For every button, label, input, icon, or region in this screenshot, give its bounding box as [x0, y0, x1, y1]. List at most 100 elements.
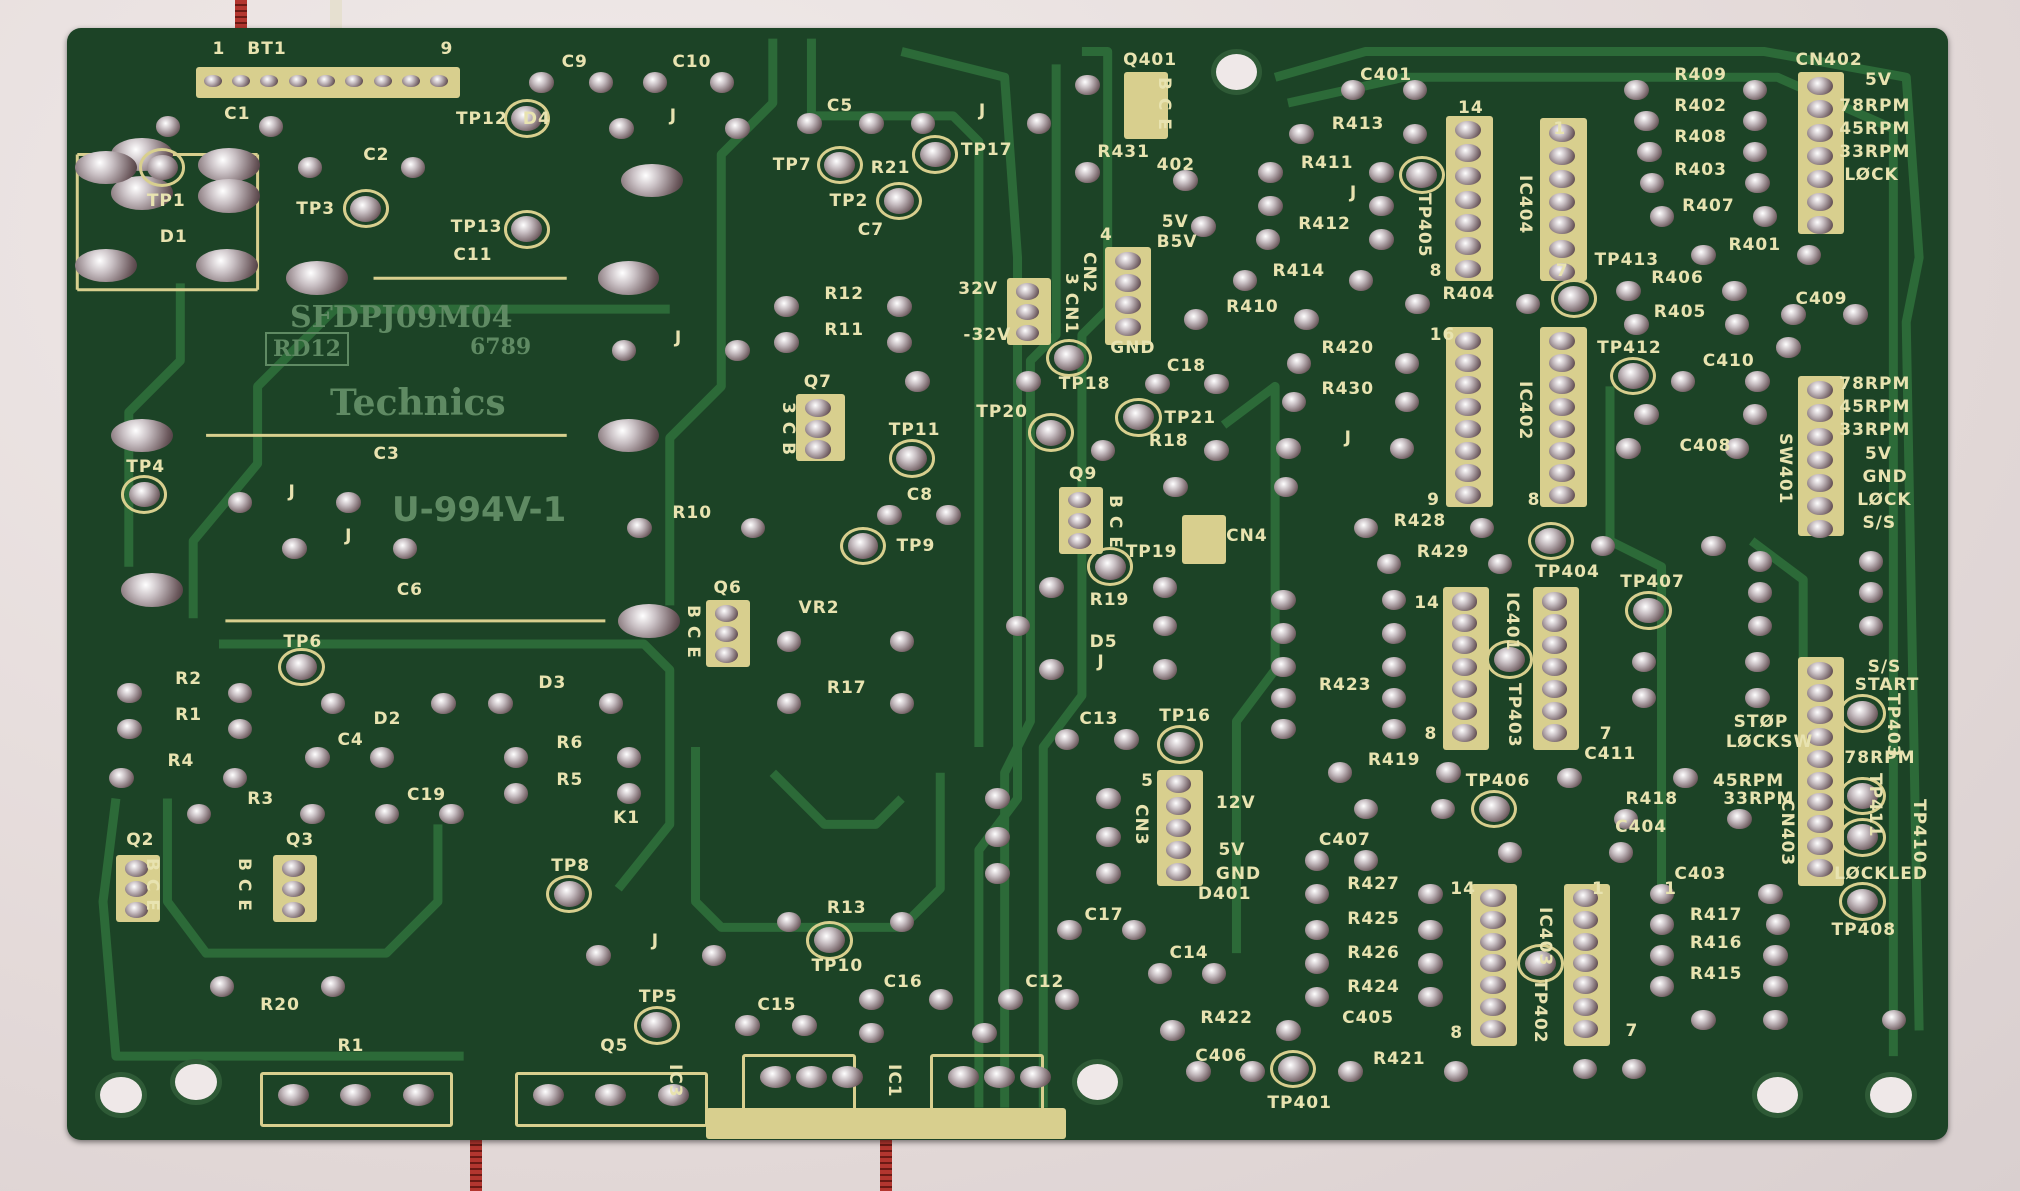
large-solder-pad — [597, 261, 660, 295]
large-solder-pad — [121, 573, 183, 607]
silkscreen-label: CN402 — [1795, 49, 1863, 70]
silkscreen-label: S/S — [1867, 657, 1902, 678]
silkscreen-label: 45RPM — [1839, 119, 1911, 140]
solder-pad — [1549, 463, 1576, 482]
solder-pad — [1147, 963, 1173, 985]
solder-pad — [1115, 296, 1142, 315]
solder-pad — [439, 803, 464, 825]
test-point-pad — [847, 533, 879, 559]
test-point-pad — [824, 151, 856, 178]
solder-pad — [1402, 123, 1428, 145]
solder-pad — [1807, 727, 1833, 746]
solder-pad — [887, 332, 912, 353]
silkscreen-label: CN4 — [1226, 526, 1268, 547]
silkscreen-label: STØP — [1733, 711, 1789, 732]
q5-transistor — [515, 1071, 708, 1127]
silkscreen-label: C408 — [1679, 435, 1732, 456]
silkscreen-label: C406 — [1195, 1046, 1248, 1067]
solder-pad — [1807, 662, 1833, 681]
silkscreen-label: 16 — [1429, 325, 1456, 346]
silkscreen-label: LØCKLED — [1834, 863, 1928, 884]
silkscreen-label: Q2 — [126, 830, 155, 851]
silkscreen-label: D5 — [1089, 631, 1118, 652]
silkscreen-label: C12 — [1025, 971, 1065, 992]
solder-pad — [1455, 463, 1482, 482]
silkscreen-label: C3 — [373, 443, 400, 464]
solder-pad — [1557, 767, 1582, 789]
silkscreen-label: TP411 — [1865, 772, 1886, 838]
solder-pad — [877, 504, 902, 526]
copper-trace — [1038, 47, 1113, 1108]
solder-pad — [1621, 1058, 1647, 1080]
solder-pad — [336, 492, 361, 513]
test-point-ring — [1839, 776, 1886, 816]
silkscreen-label: TP405 — [1414, 193, 1435, 258]
solder-pad — [1405, 293, 1430, 315]
solder-pad — [701, 945, 727, 966]
silkscreen-label: TP413 — [1594, 250, 1660, 271]
test-point-ring — [1839, 882, 1886, 921]
silkscreen-label: 32V — [958, 278, 999, 299]
solder-pad — [1067, 492, 1091, 509]
solder-pad — [431, 692, 456, 714]
solder-pad — [1165, 841, 1192, 860]
solder-pad — [714, 605, 738, 622]
test-point-pad — [1846, 783, 1878, 809]
solder-pad — [1572, 910, 1599, 929]
solder-pad — [1479, 976, 1506, 995]
solder-pad — [1572, 998, 1599, 1017]
silkscreen-label: R11 — [824, 320, 865, 340]
solder-pad — [1096, 826, 1121, 848]
test-point-ring — [1398, 155, 1446, 195]
solder-pad — [611, 340, 637, 361]
solder-pad — [1451, 636, 1478, 655]
silkscreen-label: R1 — [175, 705, 203, 726]
solder-pad — [1382, 623, 1407, 644]
solder-pad — [1152, 659, 1178, 681]
solder-pad — [1304, 919, 1330, 941]
solder-pad — [797, 113, 822, 134]
test-point-ring — [1269, 1049, 1317, 1089]
solder-pad — [1572, 932, 1599, 951]
copper-trace — [1273, 47, 1924, 1031]
solder-pad — [1541, 701, 1568, 720]
solder-pad — [227, 718, 253, 740]
silkscreen-label: R13 — [826, 898, 867, 919]
test-point-ring — [1027, 413, 1075, 453]
solder-pad — [1497, 842, 1523, 863]
solder-pad — [1353, 517, 1379, 539]
test-point-pad — [1478, 795, 1510, 822]
test-point-pad — [1053, 345, 1085, 371]
solder-pad — [1515, 293, 1541, 315]
solder-pad — [1115, 318, 1142, 337]
solder-pad — [1075, 162, 1100, 183]
solder-pad — [1455, 167, 1482, 186]
silkscreen-label: C411 — [1584, 743, 1637, 764]
solder-pad — [1701, 535, 1726, 557]
solder-pad — [1479, 1020, 1506, 1039]
solder-pad — [282, 538, 307, 559]
solder-pad — [1258, 162, 1283, 183]
solder-pad — [616, 747, 642, 768]
solder-pad — [792, 1014, 817, 1036]
silkscreen-label: GND — [1862, 466, 1908, 487]
solder-pad — [859, 1022, 884, 1044]
solder-pad — [1858, 551, 1884, 572]
silkscreen-label: C8 — [906, 484, 934, 505]
mounting-hole — [95, 1071, 147, 1118]
solder-pad — [1389, 437, 1415, 459]
silkscreen-label: C13 — [1079, 708, 1119, 729]
solder-pad — [1541, 723, 1568, 742]
silkscreen-label: R423 — [1318, 675, 1372, 696]
test-point-pad — [1558, 285, 1590, 312]
solder-pad — [373, 74, 392, 88]
silkscreen-label: J — [288, 482, 296, 503]
solder-pad — [1807, 170, 1833, 189]
solder-pad — [1549, 419, 1576, 438]
solder-pad — [288, 74, 307, 88]
silkscreen-label: Q401 — [1123, 49, 1178, 70]
silkscreen-label: TP2 — [829, 191, 869, 212]
silkscreen-label: B C E — [1154, 77, 1175, 132]
silkscreen-label: SW401 — [1774, 432, 1795, 505]
solder-pad — [374, 803, 400, 825]
